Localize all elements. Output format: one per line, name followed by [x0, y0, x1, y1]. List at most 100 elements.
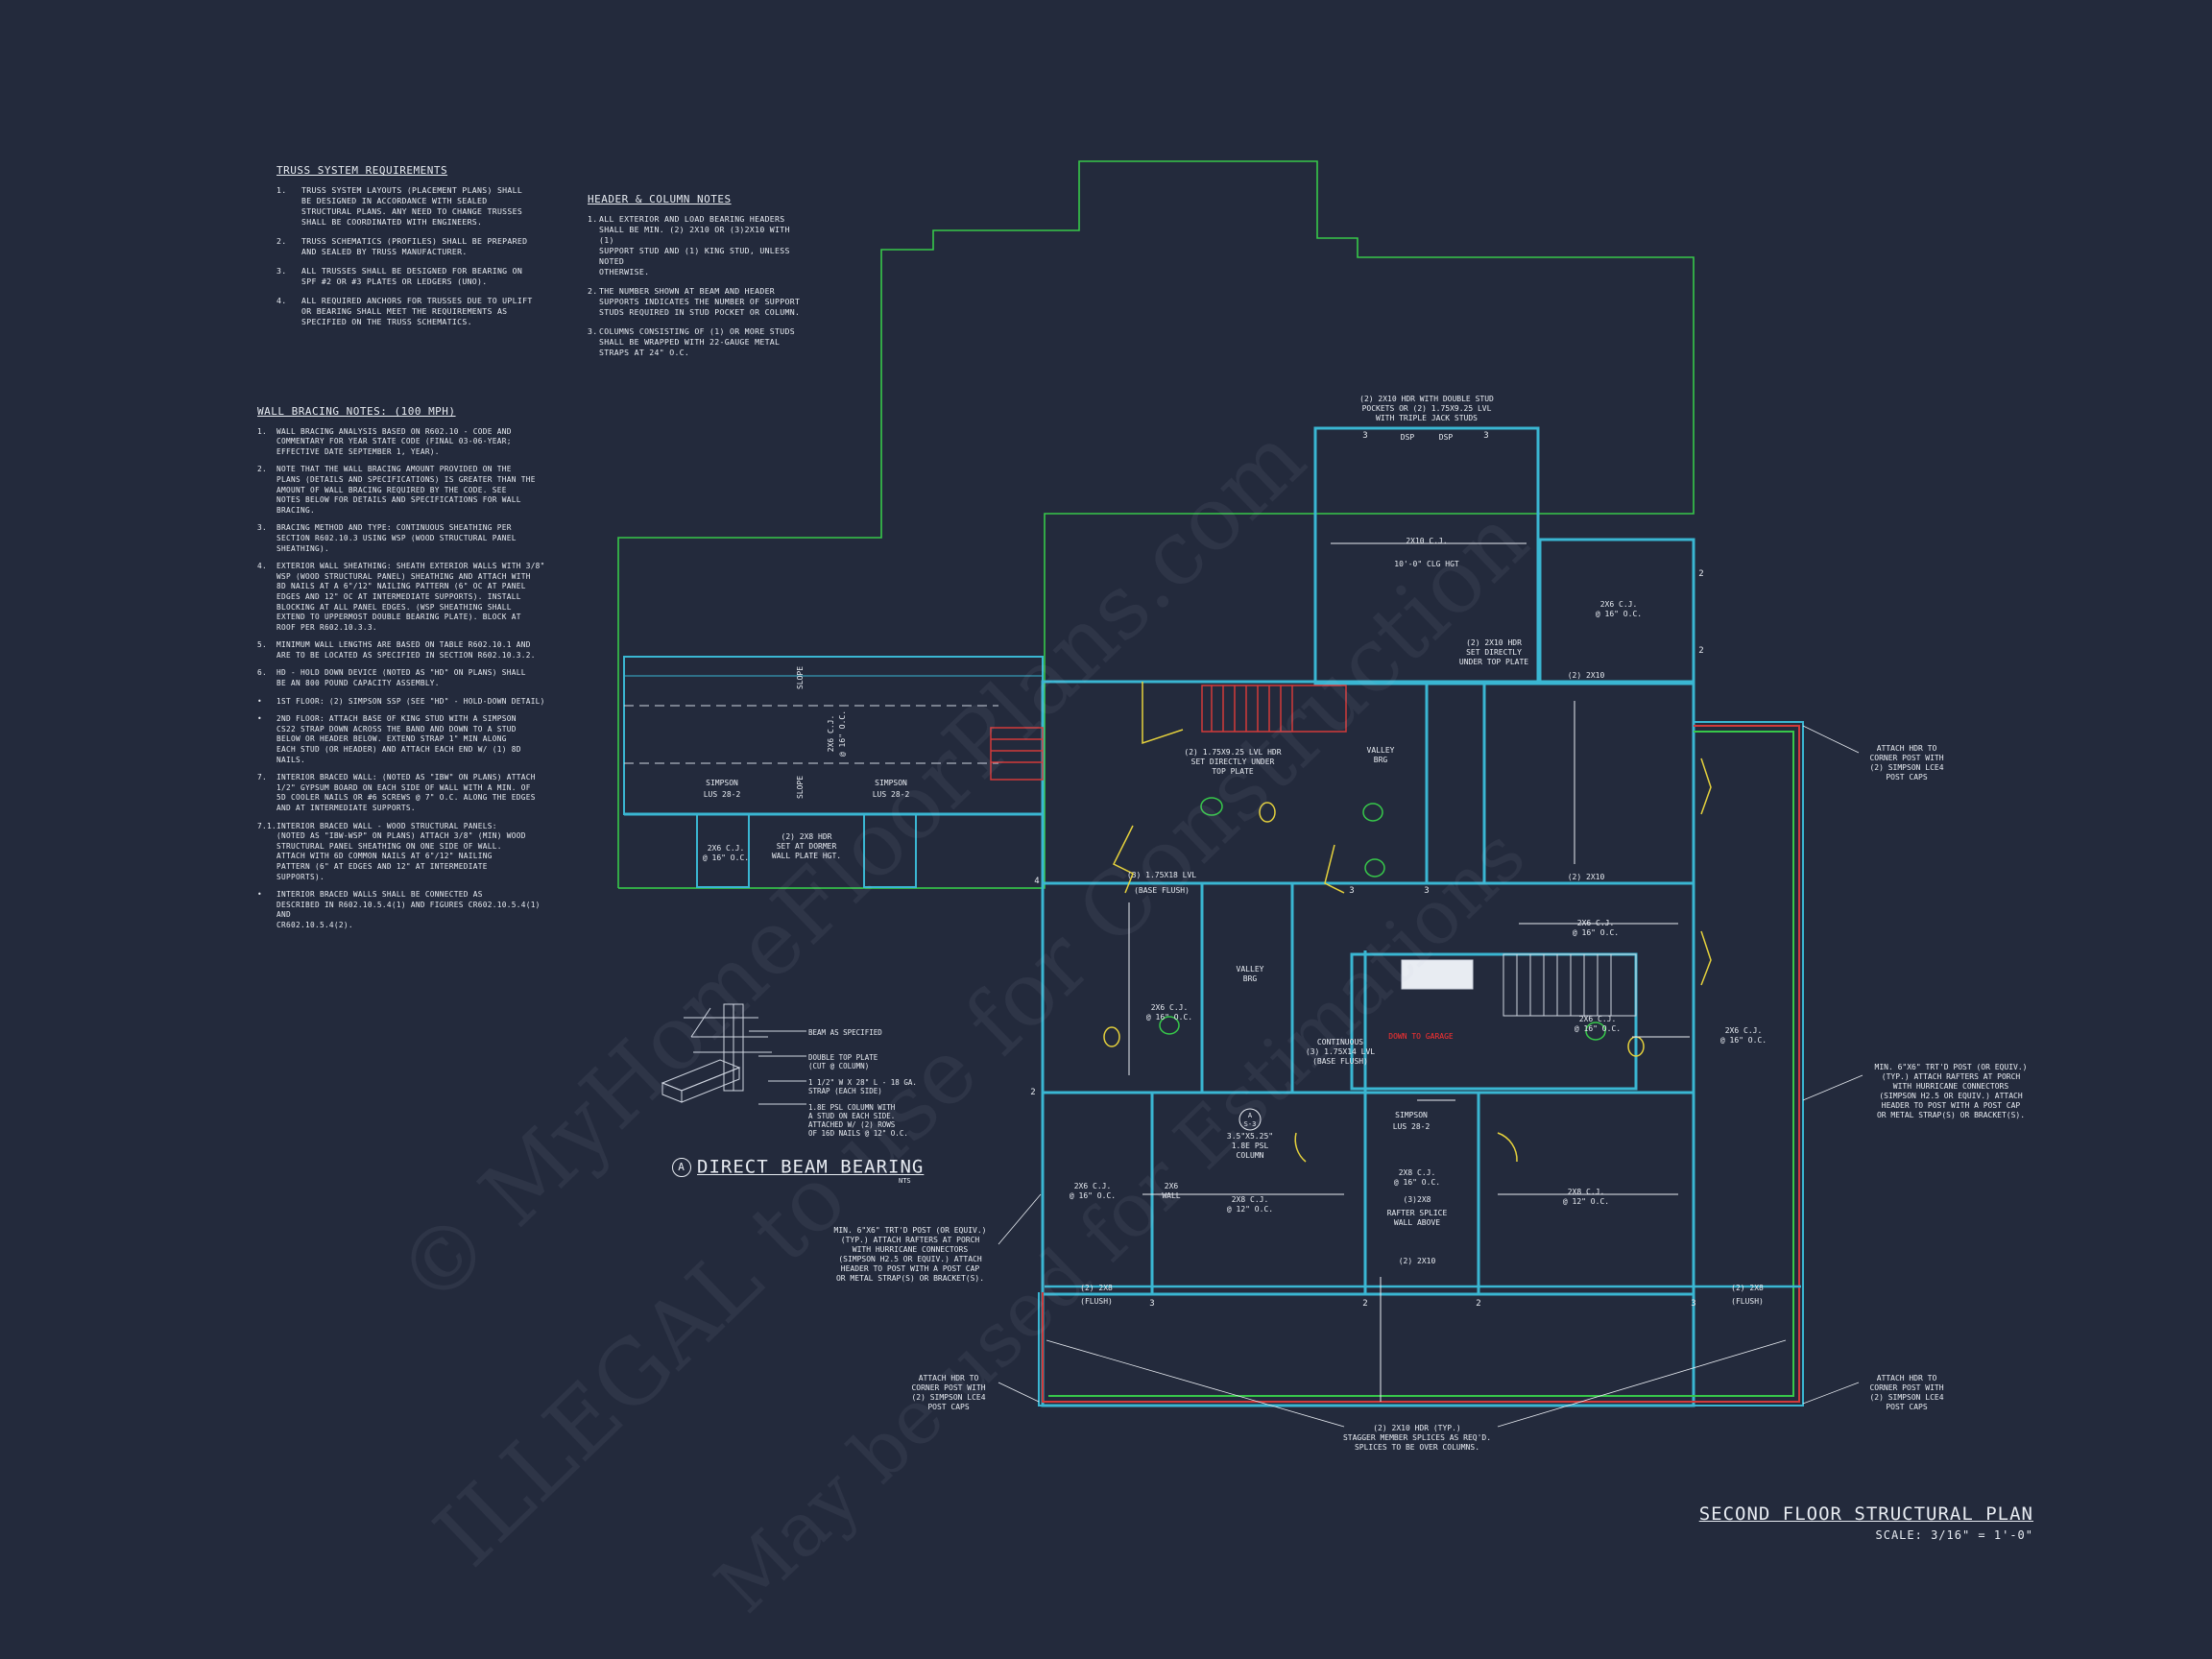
svg-text:STAGGER MEMBER SPLICES AS REQ': STAGGER MEMBER SPLICES AS REQ'D. [1343, 1433, 1491, 1442]
list-item: 4.EXTERIOR WALL SHEATHING: SHEATH EXTERI… [257, 562, 545, 632]
svg-text:(2) SIMPSON LCE4: (2) SIMPSON LCE4 [1869, 1393, 1943, 1402]
svg-text:(2) 2x10: (2) 2x10 [1568, 671, 1605, 680]
svg-text:WALL ABOVE: WALL ABOVE [1394, 1218, 1440, 1227]
svg-text:@ 16" O.C.: @ 16" O.C. [1575, 1024, 1621, 1033]
svg-text:(SIMPSON H2.5 OR EQUIV.) ATTAC: (SIMPSON H2.5 OR EQUIV.) ATTACH [838, 1255, 981, 1263]
wall-bracing-notes: WALL BRACING NOTES: (100 MPH) 1.WALL BRA… [257, 406, 555, 939]
svg-text:TOP PLATE: TOP PLATE [1212, 767, 1254, 776]
svg-text:2x6 C.J.: 2x6 C.J. [1725, 1026, 1763, 1035]
svg-text:1 1/2" W x 28" L - 18 GA.: 1 1/2" W x 28" L - 18 GA. [808, 1078, 917, 1087]
svg-text:SET AT DORMER: SET AT DORMER [777, 842, 837, 851]
svg-text:(SIMPSON H2.5 OR EQUIV.) ATTAC: (SIMPSON H2.5 OR EQUIV.) ATTACH [1879, 1092, 2022, 1100]
simpson-lus-label: SIMPSON [706, 779, 738, 787]
stairs [990, 685, 1347, 781]
porch-post-note-right: MIN. 6"x6" TRT'D POST (OR EQUIV.) [1875, 1063, 2028, 1071]
svg-text:2x6 C.J.: 2x6 C.J. [1579, 1015, 1617, 1023]
svg-text:3: 3 [1349, 886, 1354, 896]
svg-text:@ 16" O.C.: @ 16" O.C. [838, 710, 847, 757]
svg-text:2: 2 [1476, 1299, 1480, 1309]
list-item: •1ST FLOOR: (2) SIMPSON SSP (SEE "HD" - … [257, 696, 545, 706]
flush-header-label: (2) 2x8 [1080, 1284, 1113, 1292]
svg-text:OF 16d NAILS @ 12" O.C.: OF 16d NAILS @ 12" O.C. [808, 1129, 908, 1138]
svg-text:SET DIRECTLY UNDER: SET DIRECTLY UNDER [1191, 757, 1275, 766]
list-item: 3.COLUMNS CONSISTING OF (1) OR MORE STUD… [588, 326, 795, 357]
svg-text:(BASE FLUSH): (BASE FLUSH) [1134, 886, 1190, 895]
svg-text:SLOPE: SLOPE [796, 776, 805, 799]
svg-text:LUS 28-2: LUS 28-2 [704, 790, 741, 799]
detail-callout: BEAM AS SPECIFIED [808, 1028, 882, 1037]
plan-labels: (2) 2x10 HDR WITH DOUBLE STUD POCKETS OR… [703, 395, 2028, 1452]
detail-callout-circle [1238, 1108, 1262, 1131]
svg-text:(BASE FLUSH): (BASE FLUSH) [1312, 1057, 1368, 1066]
truss-notes-list: 1.TRUSS SYSTEM LAYOUTS (PLACEMENT PLANS)… [276, 185, 536, 327]
svg-text:(2) 2x8: (2) 2x8 [1731, 1284, 1764, 1292]
bracing-notes-list: 1.WALL BRACING ANALYSIS BASED ON R602.10… [257, 427, 555, 931]
svg-text:@ 16" O.C.: @ 16" O.C. [703, 854, 749, 862]
svg-text:COLUMN: COLUMN [1237, 1151, 1264, 1160]
svg-text:CORNER POST WITH: CORNER POST WITH [1869, 754, 1943, 762]
svg-text:DOUBLE TOP PLATE: DOUBLE TOP PLATE [808, 1053, 878, 1062]
list-item: 5.MINIMUM WALL LENGTHS ARE BASED ON TABL… [257, 640, 536, 660]
svg-text:WITH HURRICANE CONNECTORS: WITH HURRICANE CONNECTORS [1893, 1082, 2009, 1091]
svg-text:VALLEY: VALLEY [1237, 965, 1264, 974]
svg-text:UNDER TOP PLATE: UNDER TOP PLATE [1459, 658, 1528, 666]
svg-text:@ 16" O.C.: @ 16" O.C. [1146, 1013, 1192, 1022]
svg-text:@ 16" O.C.: @ 16" O.C. [1394, 1178, 1440, 1187]
truss-notes-title: TRUSS SYSTEM REQUIREMENTS [276, 164, 448, 177]
title-block: SECOND FLOOR STRUCTURAL PLAN SCALE: 3/16… [1699, 1503, 2033, 1542]
svg-text:S-3: S-3 [1244, 1120, 1257, 1128]
svg-text:BRG: BRG [1374, 756, 1388, 764]
svg-text:RAFTER SPLICE: RAFTER SPLICE [1387, 1209, 1448, 1217]
svg-text:3: 3 [1691, 1299, 1695, 1309]
svg-text:LUS 28-2: LUS 28-2 [1393, 1122, 1431, 1131]
svg-text:@ 12" O.C.: @ 12" O.C. [1563, 1197, 1609, 1206]
svg-text:CORNER POST WITH: CORNER POST WITH [911, 1383, 985, 1392]
svg-text:WALL: WALL [1162, 1191, 1180, 1200]
rafter-splice-label: (3)2x8 [1404, 1195, 1431, 1204]
porch-header-note: (2) 2x10 HDR (TYP.) [1373, 1424, 1461, 1432]
svg-text:WITH HURRICANE CONNECTORS: WITH HURRICANE CONNECTORS [853, 1245, 969, 1254]
corner-post-note-left: ATTACH HDR TO [919, 1374, 979, 1382]
slope-label: SLOPE [796, 666, 805, 689]
svg-text:SIMPSON: SIMPSON [875, 779, 907, 787]
list-item: 1.ALL EXTERIOR AND LOAD BEARING HEADERS … [588, 214, 790, 276]
svg-text:4: 4 [1034, 877, 1039, 886]
svg-text:2x6 C.J.: 2x6 C.J. [1074, 1182, 1112, 1190]
header-top-plate-label: (2) 2x10 HDR [1466, 638, 1522, 647]
dsp-header-label: (2) 2x10 HDR WITH DOUBLE STUD [1359, 395, 1494, 403]
svg-text:2x6 C.J.: 2x6 C.J. [1600, 600, 1638, 609]
svg-text:@ 16" O.C.: @ 16" O.C. [1596, 610, 1642, 618]
drawing-title: SECOND FLOOR STRUCTURAL PLAN [1698, 1503, 2033, 1525]
svg-text:@ 16" O.C.: @ 16" O.C. [1573, 928, 1619, 937]
porch [1038, 721, 1804, 1407]
svg-text:SIMPSON: SIMPSON [1395, 1111, 1428, 1119]
list-item: 3.ALL TRUSSES SHALL BE DESIGNED FOR BEAR… [276, 266, 523, 286]
lvl-base-flush-label: (3) 1.75x18 LVL [1127, 871, 1196, 879]
dormer-header-label: (2) 2x8 HDR [781, 832, 832, 841]
list-item: •INTERIOR BRACED WALLS SHALL BE CONNECTE… [257, 890, 541, 929]
list-item: 3.BRACING METHOD AND TYPE: CONTINUOUS SH… [257, 523, 517, 553]
svg-text:3: 3 [1149, 1299, 1154, 1309]
svg-text:2x8 C.J.: 2x8 C.J. [1399, 1168, 1436, 1177]
header-column-notes: HEADER & COLUMN NOTES 1.ALL EXTERIOR AND… [588, 194, 808, 367]
svg-text:LUS 28-2: LUS 28-2 [873, 790, 910, 799]
porch-post-note-left: MIN. 6"x6" TRT'D POST (OR EQUIV.) [834, 1226, 987, 1235]
svg-text:HEADER TO POST WITH A POST CAP: HEADER TO POST WITH A POST CAP [1882, 1101, 2021, 1110]
continuous-lvl-label: CONTINUOUS [1317, 1038, 1363, 1046]
svg-text:POST CAPS: POST CAPS [1886, 1403, 1928, 1411]
list-item: 6.HD - HOLD DOWN DEVICE (NOTED AS "HD" O… [257, 668, 526, 688]
wall-2x6-label: 2x6 [1165, 1182, 1179, 1190]
joist-label: 2x10 C.J. [1406, 537, 1447, 545]
detail-nts: NTS [899, 1177, 911, 1185]
svg-text:3: 3 [1424, 886, 1429, 896]
roof-outline [617, 160, 1695, 889]
header-notes-title: HEADER & COLUMN NOTES [588, 193, 732, 205]
header-notes-list: 1.ALL EXTERIOR AND LOAD BEARING HEADERS … [588, 214, 808, 358]
truss-system-notes: TRUSS SYSTEM REQUIREMENTS 1.TRUSS SYSTEM… [276, 165, 536, 336]
svg-text:2x6 C.J.: 2x6 C.J. [827, 715, 835, 753]
svg-text:(TYP.) ATTACH RAFTERS AT PORCH: (TYP.) ATTACH RAFTERS AT PORCH [1882, 1072, 2021, 1081]
svg-text:POST CAPS: POST CAPS [1886, 773, 1928, 781]
interior-stairs [1401, 953, 1637, 1017]
svg-text:POST CAPS: POST CAPS [927, 1403, 970, 1411]
